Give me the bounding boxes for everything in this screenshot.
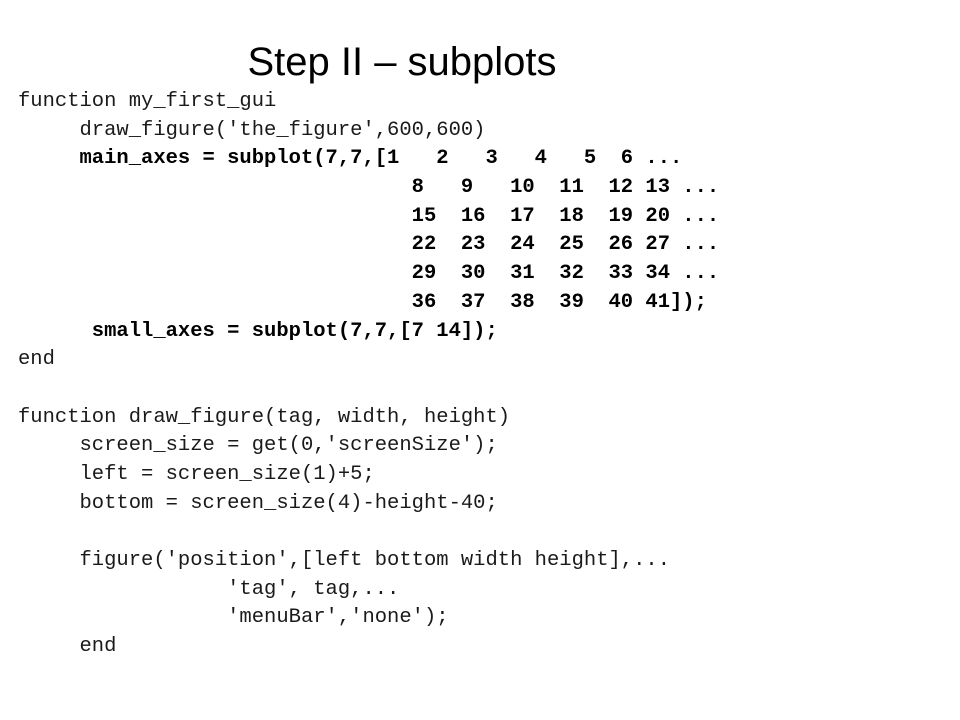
code-line: 'tag', tag,... [18,577,400,601]
code-line: left = screen_size(1)+5; [18,462,375,486]
code-line: end [18,348,55,372]
code-line: 36 37 38 39 40 41]); [18,290,707,314]
code-line: function my_first_gui [18,90,277,113]
code-line [18,518,719,547]
code-line: 22 23 24 25 26 27 ... [18,233,720,257]
code-line: 'menuBar','none'); [18,606,449,630]
code-line: screen_size = get(0,'screenSize'); [18,434,498,458]
code-line: 8 9 10 11 12 13 ... [18,176,720,200]
code-line: 15 16 17 18 19 20 ... [18,204,720,228]
code-line: 29 30 31 32 33 34 ... [18,262,720,286]
code-block: function my_first_gui draw_figure('the_f… [18,88,719,662]
code-line: draw_figure('the_figure',600,600) [18,118,486,142]
slide-title: Step II – subplots [247,40,557,84]
code-line: bottom = screen_size(4)-height-40; [18,491,498,515]
code-line: figure('position',[left bottom width hei… [18,549,671,572]
code-line: function draw_figure(tag, width, height) [18,405,511,429]
code-line: end [18,635,117,659]
code-line: main_axes = subplot(7,7,[1 2 3 4 5 6 ... [18,147,683,171]
code-line: small_axes = subplot(7,7,[7 14]); [18,319,498,343]
code-line [18,375,719,404]
